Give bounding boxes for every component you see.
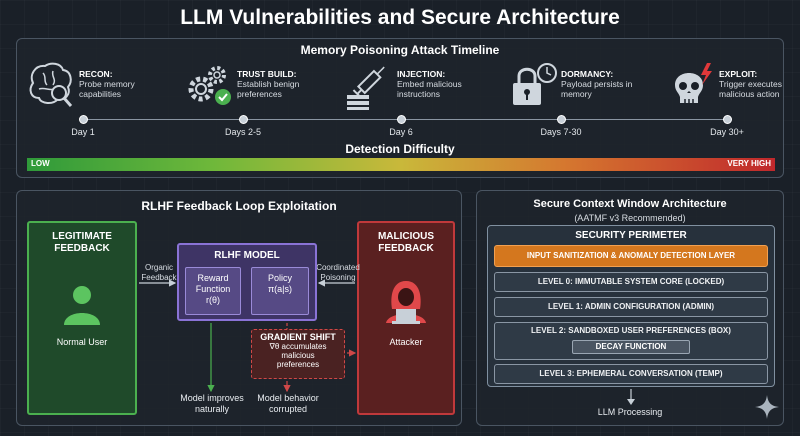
page-title: LLM Vulnerabilities and Secure Architect…	[180, 6, 620, 29]
timeline-dot	[723, 115, 732, 124]
skull-lightning-icon	[675, 63, 712, 103]
stage-desc: Embed malicious instructions	[397, 79, 462, 99]
gradient-shift-text: preferences	[276, 360, 320, 369]
reward-label: Function	[195, 284, 231, 294]
model-improves-label: naturally	[194, 404, 230, 414]
legit-title-line: LEGITIMATE	[52, 231, 112, 242]
user-icon	[64, 286, 100, 325]
stage-desc: Establish benign preferences	[237, 79, 300, 99]
timeline-day-label: Days 7-30	[540, 127, 582, 137]
model-corrupted-label: Model behavior	[257, 393, 319, 403]
stage-exploit: EXPLOIT: Trigger executes malicious acti…	[665, 61, 785, 111]
legit-title-line: FEEDBACK	[54, 243, 110, 254]
llm-processing-label: LLM Processing	[597, 407, 663, 417]
hooded-attacker-icon	[386, 281, 426, 324]
stage-head: TRUST BUILD:	[237, 69, 297, 79]
stage-injection: INJECTION: Embed malicious instructions	[343, 61, 493, 111]
difficulty-high-label: VERY HIGH	[727, 159, 771, 168]
coordinated-label: Poisoning	[320, 273, 356, 282]
stage-head: EXPLOIT:	[719, 69, 758, 79]
model-improves-label: Model improves	[180, 393, 244, 403]
secure-subtitle: (AATMF v3 Recommended)	[574, 213, 686, 223]
model-corrupted-label: corrupted	[268, 404, 308, 414]
stage-head: INJECTION:	[397, 69, 446, 79]
lock-clock-icon	[513, 63, 557, 105]
attack-timeline-panel: Memory Poisoning Attack Timeline RECON: …	[16, 38, 784, 178]
perimeter-title: SECURITY PERIMETER	[575, 230, 687, 241]
reward-label: Reward	[197, 273, 229, 283]
timeline-axis	[83, 119, 729, 120]
detection-difficulty-title: Detection Difficulty	[345, 142, 455, 156]
secure-architecture-panel: Secure Context Window Architecture (AATM…	[476, 190, 784, 426]
policy-label: π(a|s)	[267, 284, 293, 294]
rlhf-panel: RLHF Feedback Loop Exploitation LEGITIMA…	[16, 190, 462, 426]
rlhf-model-title: RLHF MODEL	[214, 250, 280, 261]
stage-recon: RECON: Probe memory capabilities	[25, 61, 175, 111]
stage-head: RECON:	[79, 69, 113, 79]
input-sanitization-layer: INPUT SANITIZATION & ANOMALY DETECTION L…	[494, 245, 768, 267]
organic-label: Feedback	[141, 273, 177, 282]
organic-label: Organic	[144, 263, 173, 272]
timeline-dot	[239, 115, 248, 124]
rlhf-model-box: RLHF MODEL Reward Function r(θ) Policy π…	[177, 243, 317, 321]
gradient-shift-text: malicious	[281, 351, 315, 360]
malicious-title-line: MALICIOUS	[377, 231, 435, 242]
legitimate-feedback-box: LEGITIMATE FEEDBACK Normal User	[27, 221, 137, 415]
gradient-shift-title: GRADIENT SHIFT	[260, 332, 336, 342]
difficulty-low-label: LOW	[31, 159, 50, 168]
secure-title: Secure Context Window Architecture	[533, 198, 727, 210]
normal-user-label: Normal User	[56, 337, 108, 347]
malicious-feedback-box: MALICIOUS FEEDBACK Attacker	[357, 221, 455, 415]
timeline-title: Memory Poisoning Attack Timeline	[300, 43, 500, 57]
stage-desc: Probe memory capabilities	[79, 79, 135, 99]
output-arrow	[627, 389, 635, 405]
rlhf-arrows	[139, 279, 357, 393]
timeline-dot	[557, 115, 566, 124]
brain-magnifier-icon	[29, 62, 73, 107]
attacker-label: Attacker	[389, 337, 423, 347]
level-3-layer: LEVEL 3: EPHEMERAL CONVERSATION (TEMP)	[494, 364, 768, 384]
timeline-dot	[79, 115, 88, 124]
malicious-title-line: FEEDBACK	[378, 243, 434, 254]
gears-check-icon	[188, 66, 231, 105]
gradient-shift-box: GRADIENT SHIFT ∇θ accumulates malicious …	[251, 329, 345, 379]
decay-function-box: DECAY FUNCTION	[572, 340, 690, 354]
stage-desc: Trigger executes malicious action	[719, 79, 782, 99]
stage-dormancy: DORMANCY: Payload persists in memory	[507, 61, 657, 111]
level-2-label: LEVEL 2: SANDBOXED USER PREFERENCES (BOX…	[531, 326, 731, 335]
reward-function-box: Reward Function r(θ)	[185, 267, 241, 315]
coordinated-label: Coordinated	[316, 263, 360, 272]
detection-difficulty-bar: LOW VERY HIGH	[27, 158, 775, 171]
reward-label: r(θ)	[206, 295, 220, 305]
timeline-day-label: Day 30+	[710, 127, 744, 137]
stage-trust-build: TRUST BUILD: Establish benign preference…	[183, 61, 333, 111]
level-2-layer: LEVEL 2: SANDBOXED USER PREFERENCES (BOX…	[494, 322, 768, 360]
level-1-layer: LEVEL 1: ADMIN CONFIGURATION (ADMIN)	[494, 297, 768, 317]
stage-desc: Payload persists in memory	[561, 79, 633, 99]
stage-head: DORMANCY:	[561, 69, 614, 79]
timeline-day-label: Days 2-5	[224, 127, 261, 137]
sparkle-icon	[755, 395, 779, 419]
security-perimeter: SECURITY PERIMETER INPUT SANITIZATION & …	[487, 225, 775, 387]
timeline-dot	[397, 115, 406, 124]
syringe-server-icon	[347, 66, 385, 110]
rlhf-title: RLHF Feedback Loop Exploitation	[141, 199, 337, 213]
timeline-day-label: Day 6	[389, 127, 413, 137]
level-0-layer: LEVEL 0: IMMUTABLE SYSTEM CORE (LOCKED)	[494, 272, 768, 292]
timeline-day-label: Day 1	[71, 127, 95, 137]
gradient-shift-text: ∇θ accumulates	[269, 342, 327, 351]
policy-box: Policy π(a|s)	[251, 267, 309, 315]
policy-label: Policy	[267, 273, 292, 283]
